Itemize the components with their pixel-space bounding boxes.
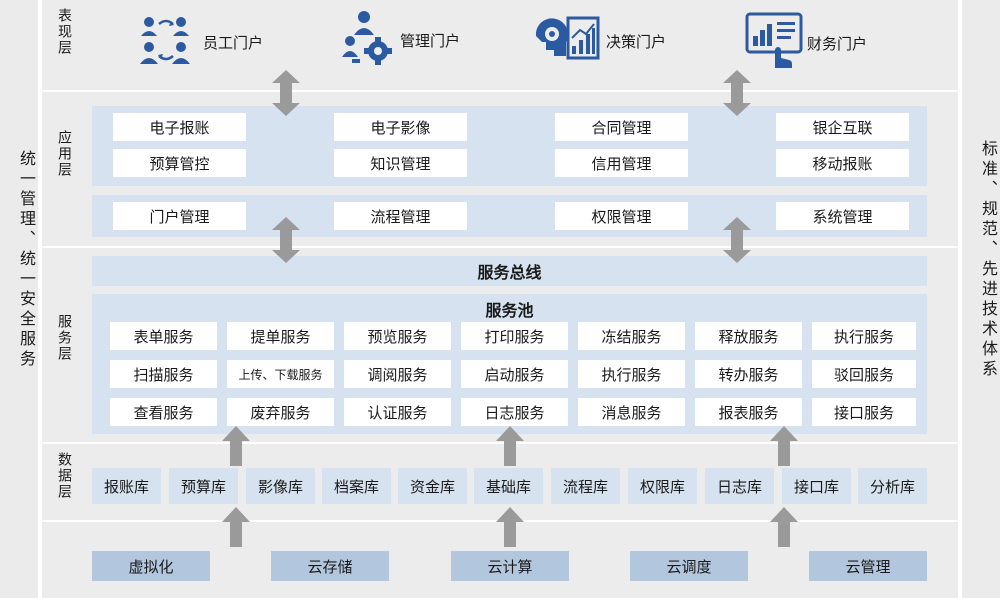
service-layer-label: 服务层 bbox=[56, 314, 72, 362]
double-arrow-icon bbox=[723, 217, 751, 263]
service-item[interactable]: 执行服务 bbox=[578, 360, 685, 388]
infra-item[interactable]: 虚拟化 bbox=[92, 551, 210, 581]
service-item[interactable]: 报表服务 bbox=[695, 398, 802, 426]
app-module[interactable]: 信用管理 bbox=[555, 149, 688, 177]
portal-decision-label: 决策门户 bbox=[606, 32, 667, 51]
up-arrow-icon bbox=[222, 507, 250, 547]
infra-item[interactable]: 云计算 bbox=[451, 551, 569, 581]
service-item[interactable]: 上传、下载服务 bbox=[227, 360, 334, 388]
service-item[interactable]: 日志服务 bbox=[461, 398, 568, 426]
service-item[interactable]: 转办服务 bbox=[695, 360, 802, 388]
data-library[interactable]: 基础库 bbox=[474, 468, 543, 504]
app-module[interactable]: 权限管理 bbox=[555, 202, 688, 230]
data-library-label: 影像库 bbox=[257, 477, 303, 496]
service-item[interactable]: 冻结服务 bbox=[578, 322, 685, 350]
data-library-label: 报账库 bbox=[103, 477, 149, 496]
right-sidebar-text: 标准、规范、先进技术体系 bbox=[979, 140, 998, 380]
service-bus: 服务总线 bbox=[92, 256, 927, 286]
service-item[interactable]: 驳回服务 bbox=[812, 360, 916, 388]
manager-gear-icon bbox=[340, 9, 396, 71]
data-library[interactable]: 报账库 bbox=[92, 468, 161, 504]
app-module[interactable]: 移动报账 bbox=[776, 149, 909, 177]
up-arrow-icon bbox=[770, 507, 798, 547]
app-module[interactable]: 电子报账 bbox=[113, 113, 246, 141]
portal-management[interactable]: 管理门户 bbox=[340, 10, 500, 70]
data-library[interactable]: 档案库 bbox=[322, 468, 391, 504]
data-library-label: 资金库 bbox=[409, 477, 455, 496]
tablet-chart-icon bbox=[745, 12, 803, 74]
data-library-label: 分析库 bbox=[869, 477, 915, 496]
data-library-label: 日志库 bbox=[716, 477, 762, 496]
data-library-label: 预算库 bbox=[180, 477, 226, 496]
left-sidebar-text: 统一管理、统一安全服务 bbox=[17, 150, 36, 370]
portal-finance[interactable]: 财务门户 bbox=[745, 12, 905, 74]
service-item[interactable]: 扫描服务 bbox=[110, 360, 217, 388]
up-arrow-icon bbox=[496, 507, 524, 547]
data-library-label: 权限库 bbox=[639, 477, 685, 496]
presentation-layer: 表现层 bbox=[42, 0, 958, 90]
portal-finance-label: 财务门户 bbox=[807, 34, 868, 53]
service-pool-title: 服务池 bbox=[485, 301, 534, 320]
service-item[interactable]: 认证服务 bbox=[344, 398, 451, 426]
data-library[interactable]: 权限库 bbox=[628, 468, 697, 504]
infra-item[interactable]: 云管理 bbox=[809, 551, 927, 581]
portal-employee-label: 员工门户 bbox=[203, 33, 264, 52]
data-library-label: 档案库 bbox=[333, 477, 379, 496]
service-item[interactable]: 表单服务 bbox=[110, 322, 217, 350]
data-library[interactable]: 资金库 bbox=[398, 468, 467, 504]
data-library[interactable]: 预算库 bbox=[169, 468, 238, 504]
data-library[interactable]: 分析库 bbox=[858, 468, 927, 504]
data-library-label: 接口库 bbox=[793, 477, 839, 496]
up-arrow-icon bbox=[496, 426, 524, 466]
data-library[interactable]: 影像库 bbox=[246, 468, 315, 504]
app-module[interactable]: 系统管理 bbox=[776, 202, 909, 230]
double-arrow-icon bbox=[723, 70, 751, 116]
left-sidebar: 统一管理、统一安全服务 bbox=[0, 0, 38, 598]
service-item[interactable]: 调阅服务 bbox=[344, 360, 451, 388]
data-library[interactable]: 流程库 bbox=[551, 468, 620, 504]
service-item[interactable]: 废弃服务 bbox=[227, 398, 334, 426]
portal-employee[interactable]: 员工门户 bbox=[135, 14, 295, 70]
application-layer-label: 应用层 bbox=[56, 130, 72, 178]
data-library-label: 流程库 bbox=[562, 477, 608, 496]
service-item[interactable]: 执行服务 bbox=[812, 322, 916, 350]
service-item[interactable]: 打印服务 bbox=[461, 322, 568, 350]
service-item[interactable]: 消息服务 bbox=[578, 398, 685, 426]
app-module[interactable]: 流程管理 bbox=[334, 202, 467, 230]
double-arrow-icon bbox=[272, 217, 300, 263]
infra-item[interactable]: 云调度 bbox=[630, 551, 748, 581]
service-item[interactable]: 释放服务 bbox=[695, 322, 802, 350]
data-library-label: 基础库 bbox=[485, 477, 531, 496]
app-module[interactable]: 银企互联 bbox=[776, 113, 909, 141]
up-arrow-icon bbox=[222, 426, 250, 466]
app-module[interactable]: 合同管理 bbox=[555, 113, 688, 141]
service-item[interactable]: 预览服务 bbox=[344, 322, 451, 350]
data-layer-label: 数据层 bbox=[56, 452, 72, 500]
brain-chart-icon bbox=[532, 14, 600, 68]
infra-item[interactable]: 云存储 bbox=[271, 551, 389, 581]
app-module[interactable]: 预算管控 bbox=[113, 149, 246, 177]
people-exchange-icon bbox=[135, 14, 197, 70]
double-arrow-icon bbox=[272, 70, 300, 116]
app-module[interactable]: 电子影像 bbox=[334, 113, 467, 141]
service-item[interactable]: 查看服务 bbox=[110, 398, 217, 426]
portal-decision[interactable]: 决策门户 bbox=[532, 14, 692, 68]
app-module[interactable]: 知识管理 bbox=[334, 149, 467, 177]
data-library[interactable]: 日志库 bbox=[705, 468, 774, 504]
data-library[interactable]: 接口库 bbox=[782, 468, 851, 504]
portal-management-label: 管理门户 bbox=[400, 31, 461, 50]
up-arrow-icon bbox=[770, 426, 798, 466]
service-item[interactable]: 提单服务 bbox=[227, 322, 334, 350]
presentation-layer-label: 表现层 bbox=[56, 8, 72, 56]
service-item[interactable]: 接口服务 bbox=[812, 398, 916, 426]
service-item[interactable]: 启动服务 bbox=[461, 360, 568, 388]
app-module[interactable]: 门户管理 bbox=[113, 202, 246, 230]
right-sidebar: 标准、规范、先进技术体系 bbox=[962, 0, 1000, 598]
